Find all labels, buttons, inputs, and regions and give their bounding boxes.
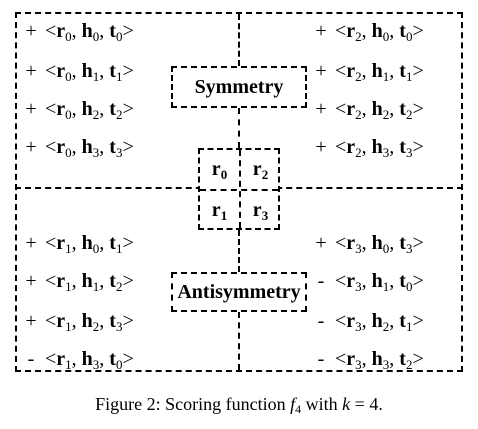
- antisymmetry-label: Antisymmetry: [171, 272, 307, 312]
- relation-r2: r2: [252, 158, 269, 182]
- relation-r0: r0: [211, 158, 228, 182]
- tuple-top-left-0: + <r0, h0, t0>: [25, 20, 134, 44]
- tuple-top-right-1: + <r2, h1, t1>: [315, 60, 424, 84]
- tuple-bottom-right-2: - <r3, h2, t1>: [317, 310, 424, 334]
- tuple-bottom-right-1: - <r3, h1, t0>: [317, 270, 424, 294]
- vertical-divider-bottom: [238, 312, 240, 370]
- tuple-bottom-left-1: + <r1, h1, t2>: [25, 270, 134, 294]
- figure-caption: Figure 2: Scoring function f4 with k = 4…: [95, 394, 383, 416]
- tuple-top-right-3: + <r2, h3, t3>: [315, 136, 424, 160]
- relation-r3: r3: [252, 199, 269, 223]
- vertical-divider-top: [238, 14, 240, 66]
- vertical-divider-upper-mid: [238, 108, 240, 148]
- tuple-bottom-right-0: + <r3, h0, t3>: [315, 232, 424, 256]
- relation-grid-horizontal-divider: [200, 189, 278, 191]
- tuple-top-left-1: + <r0, h1, t1>: [25, 60, 134, 84]
- tuple-bottom-right-3: - <r3, h3, t2>: [317, 348, 424, 372]
- tuple-top-right-0: + <r2, h0, t0>: [315, 20, 424, 44]
- vertical-divider-lower-mid: [238, 230, 240, 272]
- tuple-top-right-2: + <r2, h2, t2>: [315, 98, 424, 122]
- tuple-bottom-left-3: - <r1, h3, t0>: [27, 348, 134, 372]
- tuple-top-left-2: + <r0, h2, t2>: [25, 98, 134, 122]
- relation-grid: r0 r2 r1 r3: [198, 148, 280, 230]
- diagram-frame: [15, 12, 463, 372]
- symmetry-label: Symmetry: [171, 66, 307, 108]
- tuple-bottom-left-0: + <r1, h0, t1>: [25, 232, 134, 256]
- tuple-bottom-left-2: + <r1, h2, t3>: [25, 310, 134, 334]
- relation-r1: r1: [211, 199, 228, 223]
- tuple-top-left-3: + <r0, h3, t3>: [25, 136, 134, 160]
